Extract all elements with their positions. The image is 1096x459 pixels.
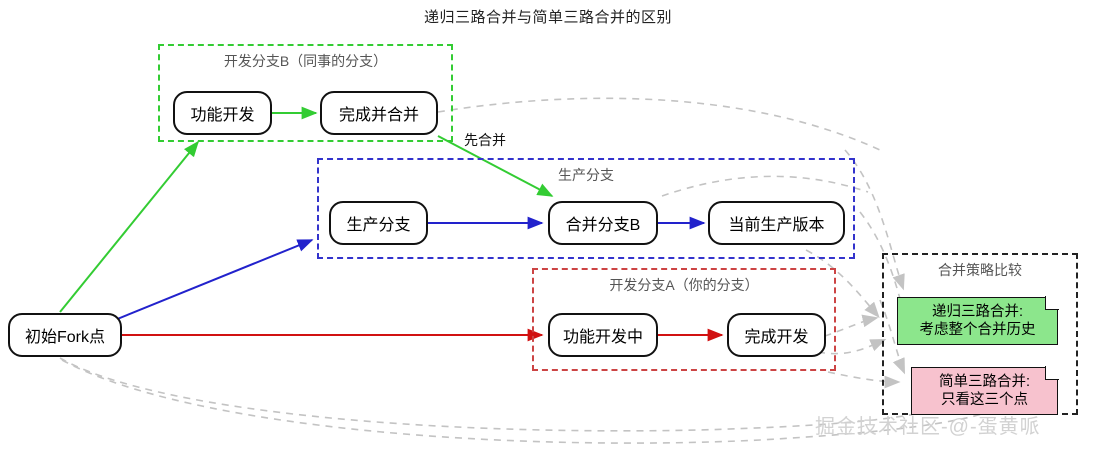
node-done-and-merge[interactable]: 完成并合并 xyxy=(320,91,438,135)
node-current-production-label: 当前生产版本 xyxy=(728,217,825,234)
node-done-dev[interactable]: 完成开发 xyxy=(727,313,826,357)
node-production-branch[interactable]: 生产分支 xyxy=(329,201,428,245)
note-recursive-line-2: 考虑整个合并历史 xyxy=(919,322,1036,338)
node-merge-branch-b[interactable]: 合并分支B xyxy=(548,201,658,245)
history-curves xyxy=(59,97,1001,444)
note-simple-merge[interactable]: 简单三路合并: 只看这三个点 xyxy=(911,366,1059,415)
note-recursive-merge[interactable]: 递归三路合并: 考虑整个合并历史 xyxy=(897,296,1059,345)
node-done-and-merge-label: 完成并合并 xyxy=(338,107,419,124)
page-title: 递归三路合并与简单三路合并的区别 xyxy=(423,9,672,26)
note-recursive-line-1: 递归三路合并: xyxy=(931,303,1024,320)
node-initial-fork[interactable]: 初始Fork点 xyxy=(8,313,122,357)
edge-label-merge-first: 先合并 xyxy=(464,132,506,148)
node-production-branch-label: 生产分支 xyxy=(346,217,411,234)
note-pointers xyxy=(805,149,906,389)
node-feature-dev-b[interactable]: 功能开发 xyxy=(173,91,272,135)
blue-edges xyxy=(109,216,706,323)
node-merge-branch-b-label: 合并分支B xyxy=(565,217,641,234)
node-feature-dev-a-label: 功能开发中 xyxy=(562,329,643,346)
node-current-production[interactable]: 当前生产版本 xyxy=(708,201,845,245)
note-fold-icon xyxy=(1044,296,1059,311)
watermark: 掘金技术社区-@-蛋黄哌 xyxy=(815,416,1041,438)
node-feature-dev-b-label: 功能开发 xyxy=(190,107,255,124)
node-done-dev-label: 完成开发 xyxy=(744,329,809,346)
node-feature-dev-a[interactable]: 功能开发中 xyxy=(548,313,658,357)
group-production-label: 生产分支 xyxy=(558,167,614,183)
note-simple-line-1: 简单三路合并: xyxy=(938,373,1031,390)
green-edges xyxy=(59,106,554,313)
group-dev-branch-a-label: 开发分支A（你的分支） xyxy=(609,277,759,293)
group-dev-branch-b-label: 开发分支B（同事的分支） xyxy=(223,53,388,69)
group-strategy-compare-label: 合并策略比较 xyxy=(938,262,1022,278)
node-initial-fork-label: 初始Fork点 xyxy=(24,329,105,346)
note-fold-icon xyxy=(1044,366,1059,381)
note-simple-line-2: 只看这三个点 xyxy=(941,392,1028,408)
